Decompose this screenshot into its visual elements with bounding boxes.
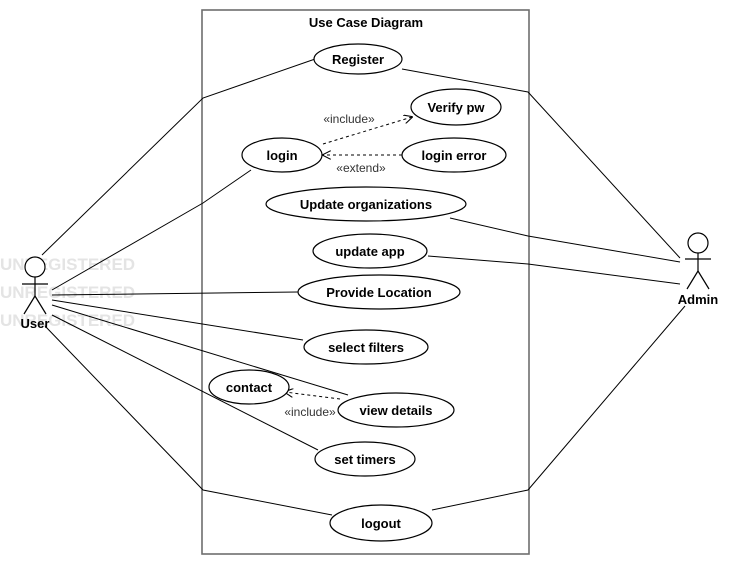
use-case-verify-pw[interactable]: Verify pw bbox=[410, 88, 502, 126]
use-case-set-timers[interactable]: set timers bbox=[314, 441, 416, 477]
use-case-view-details[interactable]: view details bbox=[337, 392, 455, 428]
actor-user[interactable] bbox=[22, 256, 48, 315]
actor-user-label: User bbox=[21, 316, 50, 331]
use-case-login-label: login bbox=[266, 148, 297, 163]
assoc-user-provide-location bbox=[51, 291, 299, 296]
use-case-update-organizations-label: Update organizations bbox=[300, 197, 432, 212]
use-case-provide-location[interactable]: Provide Location bbox=[297, 274, 461, 310]
assoc-admin-update-app bbox=[427, 255, 681, 285]
use-case-update-app-label: update app bbox=[335, 244, 404, 259]
use-case-update-app[interactable]: update app bbox=[312, 233, 428, 269]
use-case-set-timers-label: set timers bbox=[334, 452, 395, 467]
admin-head-icon bbox=[687, 232, 709, 254]
use-case-select-filters[interactable]: select filters bbox=[303, 329, 429, 365]
use-case-login-error-label: login error bbox=[421, 148, 486, 163]
assoc-user-logout bbox=[44, 325, 333, 516]
use-case-logout[interactable]: logout bbox=[329, 504, 433, 542]
user-head-icon bbox=[24, 256, 46, 278]
use-case-select-filters-label: select filters bbox=[328, 340, 404, 355]
use-case-contact[interactable]: contact bbox=[208, 369, 290, 405]
use-case-view-details-label: view details bbox=[360, 403, 433, 418]
assoc-admin-register bbox=[401, 68, 681, 259]
assoc-admin-update-organizations bbox=[449, 217, 681, 263]
use-case-register-label: Register bbox=[332, 52, 384, 67]
use-case-login-error[interactable]: login error bbox=[401, 137, 507, 173]
use-case-provide-location-label: Provide Location bbox=[326, 285, 432, 300]
use-case-register[interactable]: Register bbox=[313, 43, 403, 75]
use-case-logout-label: logout bbox=[361, 516, 401, 531]
assoc-user-register bbox=[41, 57, 319, 256]
use-case-contact-label: contact bbox=[226, 380, 273, 395]
assoc-admin-logout bbox=[431, 305, 686, 511]
include-viewdetails-contact bbox=[285, 392, 341, 400]
assoc-user-login bbox=[51, 169, 252, 291]
use-case-update-organizations[interactable]: Update organizations bbox=[265, 186, 467, 222]
include-label-contact: «include» bbox=[284, 405, 336, 419]
assoc-user-set-timers bbox=[51, 314, 319, 451]
diagram-title: Use Case Diagram bbox=[309, 15, 423, 30]
admin-associations bbox=[401, 68, 686, 511]
include-label-verify: «include» bbox=[323, 112, 375, 126]
use-case-login[interactable]: login bbox=[241, 137, 323, 173]
system-boundary bbox=[201, 9, 530, 555]
actor-admin[interactable] bbox=[685, 232, 711, 290]
actor-admin-label: Admin bbox=[678, 292, 719, 307]
assoc-user-select-filters bbox=[51, 299, 304, 341]
user-associations bbox=[41, 57, 349, 516]
extend-label-login-error: «extend» bbox=[336, 161, 386, 175]
dependencies bbox=[285, 117, 412, 400]
watermark-text-2: UNREGISTERED bbox=[0, 283, 135, 302]
watermark-text-3: UNREGISTERED bbox=[0, 311, 135, 330]
watermark-text-1: UNREGISTERED bbox=[0, 255, 135, 274]
use-case-verify-pw-label: Verify pw bbox=[427, 100, 485, 115]
assoc-user-view-details bbox=[51, 304, 349, 396]
